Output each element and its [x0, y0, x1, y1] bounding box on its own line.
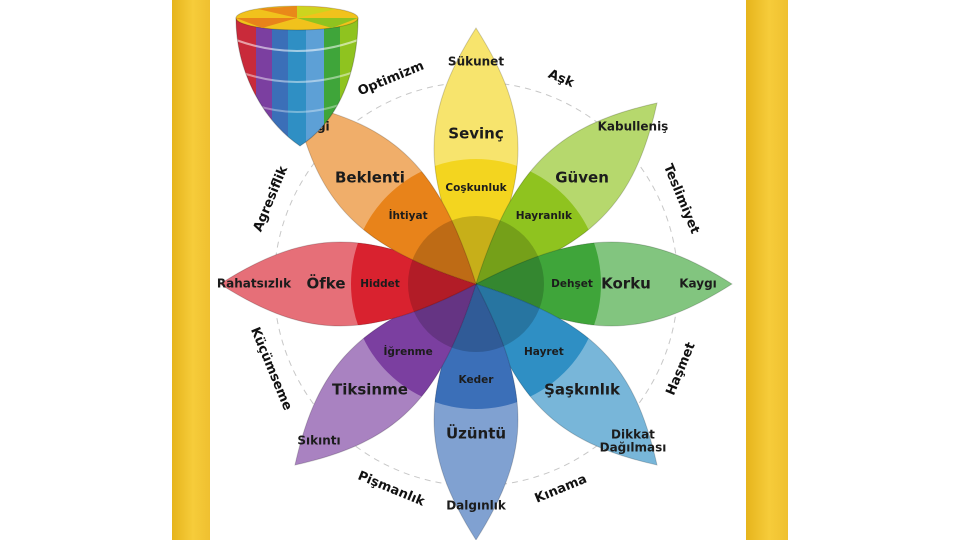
emotion-label-saskinlik: Şaşkınlık — [544, 381, 621, 399]
emotion-label-keder: Keder — [459, 374, 495, 386]
combination-label-ask: Aşk — [546, 67, 576, 91]
emotion-label-guven: Güven — [555, 168, 609, 186]
emotion-label-uzuntu: Üzüntü — [446, 424, 506, 443]
petal-group — [219, 27, 733, 540]
emotion-label-beklenti: Beklenti — [335, 168, 405, 186]
emotion-label-coskunluk: Coşkunluk — [445, 182, 507, 194]
emotion-label-sikinti: Sıkıntı — [297, 433, 340, 447]
emotion-label-dehset: Dehşet — [551, 278, 593, 290]
combination-label-kinama: Kınama — [533, 472, 589, 507]
combination-label-pismanlik: Pişmanlık — [355, 469, 427, 510]
emotion-label-ofke: Öfke — [306, 274, 345, 293]
emotion-label-igrenme: İğrenme — [383, 344, 432, 358]
emotion-label-korku: Korku — [601, 275, 651, 293]
right-yellow-bar — [746, 0, 788, 540]
emotion-label-dalginlik: Dalgınlık — [446, 499, 507, 513]
emotion-label-kabullenis: Kabulleniş — [598, 120, 669, 134]
emotion-label-ihtiyat: İhtiyat — [389, 208, 428, 222]
emotion-label-hayranlik: Hayranlık — [516, 210, 573, 222]
combination-label-kucumseme: Küçümseme — [247, 325, 295, 413]
combination-label-agresiflik: Agresiflik — [251, 164, 292, 234]
combination-label-optimizm: Optimizm — [356, 59, 427, 100]
emotion-label-tiksinme: Tiksinme — [332, 381, 408, 399]
emotion-label-sevinc: Sevinç — [448, 125, 503, 143]
combination-label-hasmet: Haşmet — [663, 340, 698, 397]
emotion-label-hiddet: Hiddet — [360, 278, 400, 290]
emotion-label-hayret: Hayret — [524, 346, 564, 358]
left-yellow-bar — [172, 0, 210, 540]
combination-label-teslimiyet: Teslimiyet — [660, 162, 702, 236]
emotion-label-kaygi: Kaygı — [679, 277, 717, 291]
emotion-label-rahatsizlik: Rahatsızlık — [217, 277, 292, 291]
emotion-label-sukunet: Sükunet — [448, 55, 504, 69]
